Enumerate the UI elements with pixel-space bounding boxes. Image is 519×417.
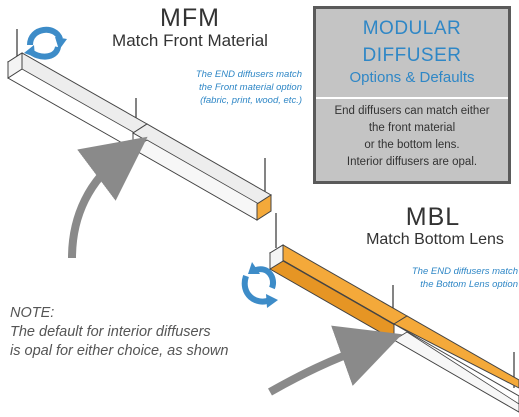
fixture-segment-top bbox=[392, 315, 519, 389]
diffuser-bottom bbox=[7, 68, 148, 150]
mfm-note-line: (fabric, print, wood, etc.) bbox=[200, 95, 302, 106]
panel-title: MODULAR DIFFUSER bbox=[316, 15, 508, 69]
panel-body-line: Interior diffusers are opal. bbox=[346, 156, 478, 168]
panel-title-line: DIFFUSER bbox=[362, 45, 462, 66]
mbl-title: MBL bbox=[405, 203, 461, 231]
end-diffuser-orange bbox=[256, 194, 272, 221]
mfm-note: The END diffusers match the Front materi… bbox=[136, 68, 302, 107]
default-note-line: is opal for either choice, as shown bbox=[10, 343, 229, 359]
rotate-arrow-icon bbox=[241, 262, 278, 308]
grey-pointer-arrow bbox=[268, 325, 403, 396]
mfm-note-line: The END diffusers match bbox=[195, 69, 302, 80]
panel-body-line: the front material bbox=[368, 122, 456, 134]
mbl-fixture bbox=[269, 213, 519, 413]
diffuser-bottom bbox=[132, 139, 272, 221]
panel-body: End diffusers can match either the front… bbox=[316, 103, 508, 171]
mfm-subtitle: Match Front Material bbox=[112, 31, 268, 50]
mbl-subtitle: Match Bottom Lens bbox=[366, 231, 504, 248]
fixture-segment-top bbox=[7, 52, 148, 134]
panel-body-line: End diffusers can match either bbox=[334, 105, 490, 117]
panel-title-line: MODULAR bbox=[362, 18, 462, 39]
options-panel: MODULAR DIFFUSER Options & Defaults End … bbox=[313, 6, 511, 184]
default-note-line: NOTE: bbox=[10, 305, 55, 321]
default-note: NOTE: The default for interior diffusers… bbox=[10, 304, 270, 361]
mbl-note-line: the Bottom Lens option bbox=[420, 279, 518, 290]
fixture-end-cap bbox=[7, 52, 23, 79]
panel-divider bbox=[316, 97, 508, 99]
default-note-line: The default for interior diffusers bbox=[10, 324, 211, 340]
diffuser-bottom bbox=[393, 331, 519, 413]
fixture-segment-top bbox=[132, 123, 272, 205]
panel-body-line: or the bottom lens. bbox=[364, 139, 460, 151]
panel-subtitle: Options & Defaults bbox=[349, 69, 475, 86]
fixture-end-cap bbox=[269, 244, 284, 270]
mbl-note-line: The END diffusers match bbox=[411, 266, 518, 277]
mfm-note-line: the Front material option bbox=[199, 82, 302, 93]
mfm-title: MFM bbox=[160, 4, 220, 32]
mbl-note: The END diffusers match the Bottom Lens … bbox=[384, 265, 518, 291]
rotate-arrow-icon bbox=[24, 27, 67, 60]
mfm-fixture bbox=[7, 29, 272, 221]
grey-pointer-arrow bbox=[68, 136, 148, 259]
